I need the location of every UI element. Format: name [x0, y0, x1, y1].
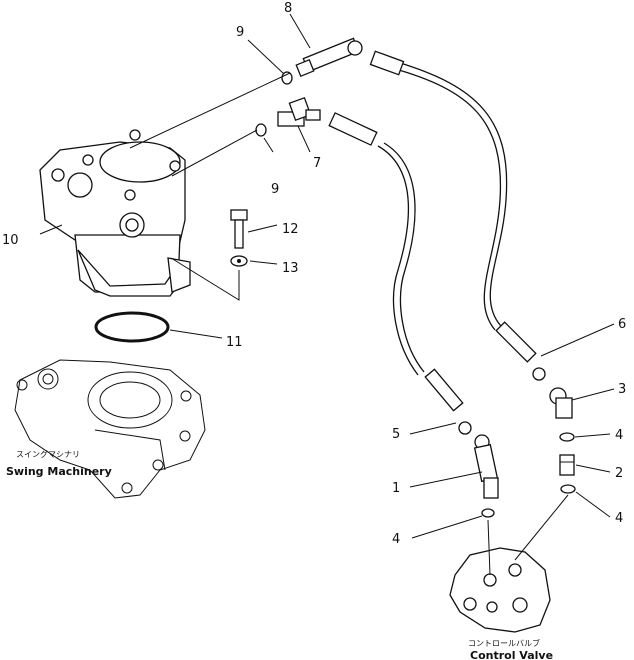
washer-13	[170, 255, 248, 301]
callout-11: 11	[226, 335, 243, 350]
callout-4-left: 4	[392, 532, 400, 547]
swing-machinery-caption: スイングマシナリ Swing Machinery	[6, 449, 112, 478]
callout-9-top: 9	[236, 25, 244, 40]
callout-labels: 8 9 9 7 10 12 13 11 6 3 4 2 4 5 1 4	[2, 1, 626, 547]
callout-1: 1	[392, 481, 400, 496]
swing-machinery-housing	[14, 359, 206, 499]
callout-6: 6	[618, 317, 626, 332]
callout-8: 8	[284, 1, 292, 16]
callout-9-mid: 9	[271, 182, 279, 197]
adapter-2	[559, 454, 575, 476]
callout-13: 13	[282, 261, 299, 276]
control-valve-en: Control Valve	[470, 649, 553, 660]
callout-2: 2	[615, 466, 623, 481]
control-valve	[449, 494, 569, 633]
o-ring-11	[94, 311, 170, 343]
callout-3: 3	[618, 382, 626, 397]
callout-4-right: 4	[615, 511, 623, 526]
elbow-8	[295, 37, 363, 78]
hose-5	[328, 112, 472, 435]
hose-6	[369, 50, 546, 381]
control-valve-caption: コントロールバルブ Control Valve	[468, 638, 553, 660]
fitting-1	[473, 434, 499, 499]
elbow-7	[277, 96, 321, 127]
callout-10: 10	[2, 233, 19, 248]
swing-motor-10	[39, 129, 191, 297]
callout-4-top: 4	[615, 428, 623, 443]
control-valve-jp: コントロールバルブ	[468, 638, 540, 648]
callout-5: 5	[392, 427, 400, 442]
elbow-3	[549, 387, 573, 419]
leader-lines	[39, 13, 615, 539]
swing-machinery-jp: スイングマシナリ	[16, 449, 80, 459]
callout-7: 7	[313, 156, 321, 171]
callout-12: 12	[282, 222, 299, 237]
bolt-12	[230, 209, 248, 249]
swing-machinery-en: Swing Machinery	[6, 465, 112, 478]
